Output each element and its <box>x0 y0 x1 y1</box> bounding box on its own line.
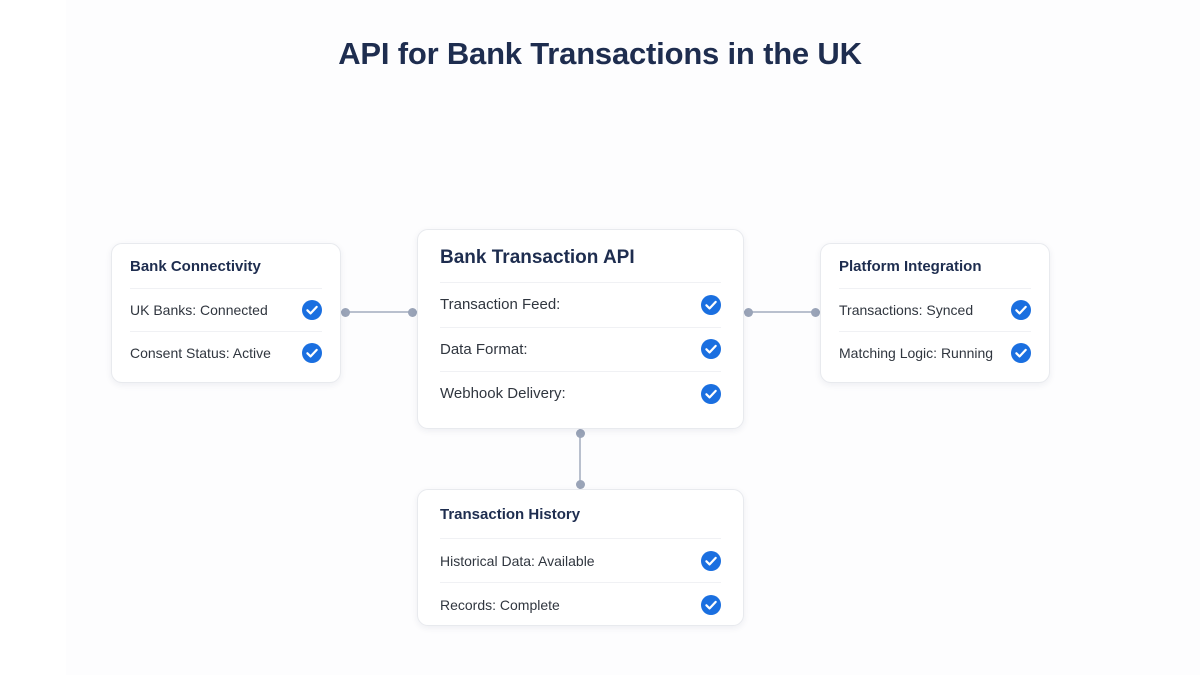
row-label: Transaction Feed: <box>440 296 561 314</box>
connector-line <box>579 429 581 489</box>
connector-line <box>341 311 417 313</box>
row-label: Records: Complete <box>440 596 560 613</box>
card-bank-connectivity[interactable]: Bank Connectivity UK Banks: Connected Co… <box>111 243 341 383</box>
card-platform-integration[interactable]: Platform Integration Transactions: Synce… <box>820 243 1050 383</box>
check-circle-icon <box>701 550 721 571</box>
check-circle-icon <box>1011 300 1031 320</box>
check-circle-icon <box>1011 343 1031 363</box>
connector-dot-start <box>341 307 350 317</box>
row-label: Data Format: <box>440 340 528 358</box>
card-title: Platform Integration <box>839 258 982 275</box>
card-row[interactable]: Historical Data: Available <box>440 538 721 582</box>
connector-dot-start <box>744 307 753 317</box>
row-label: Webhook Delivery: <box>440 385 566 403</box>
card-row[interactable]: UK Banks: Connected <box>130 288 322 331</box>
card-transaction-history[interactable]: Transaction History Historical Data: Ava… <box>417 489 744 626</box>
connector-left-to-hub <box>341 303 417 321</box>
card-row[interactable]: Transaction Feed: <box>440 282 721 327</box>
check-circle-icon <box>701 383 721 404</box>
check-circle-icon <box>701 594 721 615</box>
connector-dot-end <box>811 307 820 317</box>
card-row[interactable]: Data Format: <box>440 326 721 372</box>
card-title: Transaction History <box>440 506 581 523</box>
row-label: Matching Logic: Running <box>839 345 994 361</box>
check-circle-icon <box>701 339 721 360</box>
connector-line <box>744 311 820 313</box>
check-circle-icon <box>302 343 322 363</box>
check-circle-icon <box>302 300 322 320</box>
row-label: Transactions: Synced <box>839 302 974 318</box>
connector-hub-to-right <box>744 303 820 321</box>
row-label: Consent Status: Active <box>130 345 271 361</box>
connector-dot-end <box>575 480 585 489</box>
card-bank-transaction-api[interactable]: Bank Transaction API Transaction Feed: D… <box>417 229 744 429</box>
connector-dot-start <box>575 429 585 438</box>
page-title: API for Bank Transactions in the UK <box>338 36 862 71</box>
row-label: UK Banks: Connected <box>130 302 268 318</box>
card-row[interactable]: Records: Complete <box>440 582 721 626</box>
card-row[interactable]: Consent Status: Active <box>130 331 322 374</box>
card-title: Bank Connectivity <box>130 258 261 275</box>
card-row[interactable]: Transactions: Synced <box>839 288 1031 331</box>
card-title: Bank Transaction API <box>440 247 635 268</box>
connector-dot-end <box>408 307 417 317</box>
check-circle-icon <box>701 294 721 315</box>
connector-hub-to-bottom <box>571 429 589 489</box>
row-label: Historical Data: Available <box>440 552 595 569</box>
background-left-band <box>0 0 66 675</box>
card-row[interactable]: Matching Logic: Running <box>839 331 1031 374</box>
card-row[interactable]: Webhook Delivery: <box>440 371 721 416</box>
